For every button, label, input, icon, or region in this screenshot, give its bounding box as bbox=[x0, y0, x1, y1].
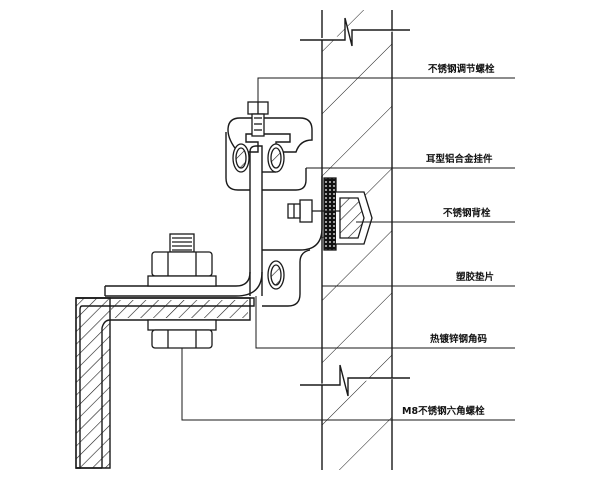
leader-lines bbox=[181, 77, 515, 421]
label-galvanized-angle-code: 热镀锌钢角码 bbox=[430, 333, 488, 345]
adjust-bolt bbox=[247, 101, 269, 137]
back-bolt bbox=[287, 177, 373, 251]
callout-labels: 不锈钢调节螺栓 耳型铝合金挂件 不锈钢背栓 塑胶垫片 热镀锌钢角码 M8不锈钢六… bbox=[402, 63, 495, 417]
main-angle-steel bbox=[75, 297, 255, 469]
label-plastic-gasket: 塑胶垫片 bbox=[456, 271, 494, 283]
label-m8-hex-bolt: M8不锈钢六角螺栓 bbox=[402, 405, 485, 417]
m8-hex-bolt bbox=[147, 233, 217, 349]
label-stainless-adjust-bolt: 不锈钢调节螺栓 bbox=[428, 63, 495, 75]
label-stainless-back-bolt: 不锈钢背栓 bbox=[443, 207, 491, 219]
hanger-gaskets bbox=[232, 143, 285, 290]
label-ear-aluminum-hanger: 耳型铝合金挂件 bbox=[426, 153, 493, 165]
ear-aluminum-hanger bbox=[225, 117, 323, 307]
